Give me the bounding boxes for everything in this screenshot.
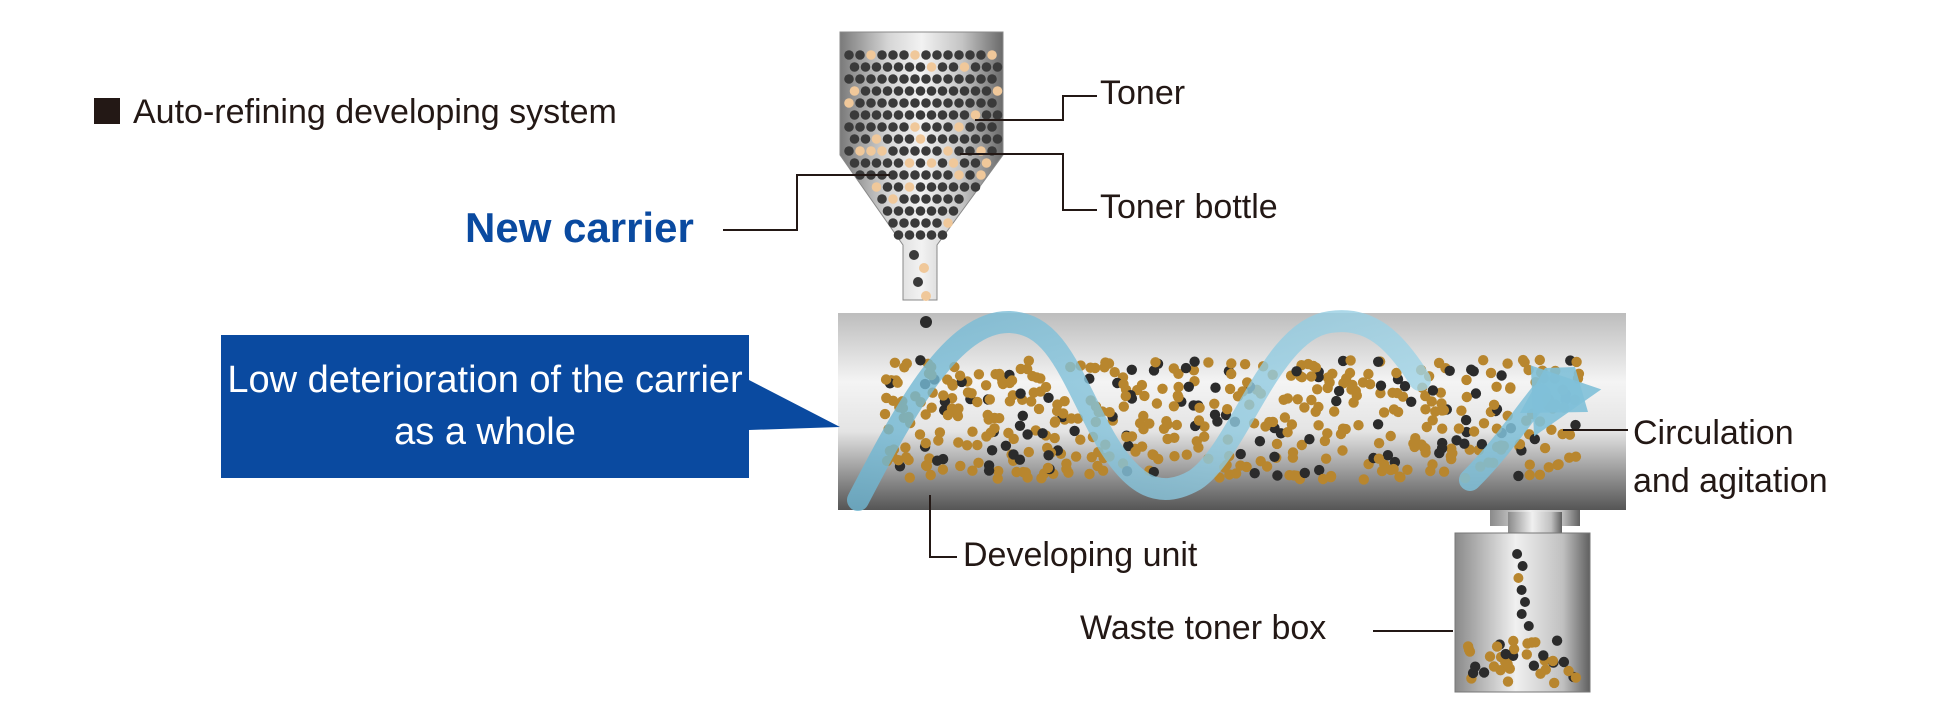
circulation-label: Circulation and agitation [1633, 409, 1828, 505]
leader-lines [723, 95, 1628, 632]
waste-pipe [1490, 510, 1580, 534]
diagram-title: Auto-refining developing system [133, 93, 617, 131]
toner-label: Toner [1100, 74, 1186, 112]
developing-unit [838, 310, 1626, 511]
circulation-line-2: and agitation [1633, 462, 1828, 500]
callout-pointer [749, 380, 840, 430]
falling-particles [909, 250, 931, 301]
title-bullet [94, 98, 120, 124]
circulation-arrow [847, 310, 1431, 511]
developing-unit-label: Developing unit [963, 536, 1198, 574]
new-carrier-label: New carrier [465, 204, 694, 251]
toner-bottle [839, 31, 1004, 301]
waste-toner-box-label: Waste toner box [1080, 609, 1327, 647]
waste-particles [1462, 549, 1582, 689]
waste-toner-box [1454, 532, 1591, 693]
callout-box [221, 335, 749, 478]
toner-bottle-label: Toner bottle [1100, 188, 1278, 226]
callout-text: Low deterioration of the carrier as a wh… [227, 359, 743, 453]
circulation-line-1: Circulation [1633, 414, 1794, 452]
toner-particles [844, 50, 1003, 240]
